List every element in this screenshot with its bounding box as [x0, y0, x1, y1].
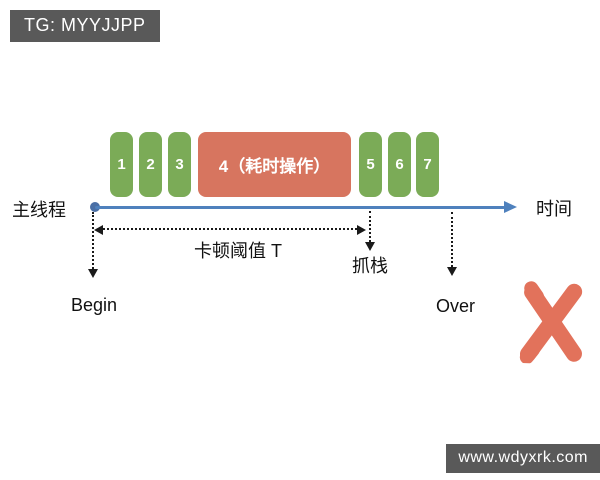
- timeline-arrowhead-icon: [504, 201, 517, 213]
- stack-capture-arrow-icon: [365, 242, 375, 251]
- threshold-label: 卡顿阈值 T: [194, 241, 282, 261]
- task-block-1: 1: [110, 132, 133, 197]
- begin-label: Begin: [71, 295, 118, 315]
- long-task-block-4: 4（耗时操作）: [198, 132, 351, 197]
- over-marker-line: [451, 212, 453, 267]
- time-label: 时间: [536, 199, 572, 219]
- stack-capture-label: 抓栈: [352, 256, 388, 276]
- task-block-7: 7: [416, 132, 439, 197]
- error-cross-icon: [514, 279, 589, 370]
- begin-marker-arrow-icon: [88, 269, 98, 278]
- task-block-3: 3: [168, 132, 191, 197]
- over-label: Over: [436, 296, 476, 316]
- task-block-5: 5: [359, 132, 382, 197]
- threshold-arrow-right-icon: [357, 225, 366, 235]
- watermark-top-left: TG: MYYJJPP: [10, 10, 160, 42]
- watermark-bottom-right: www.wdyxrk.com: [446, 444, 600, 473]
- timeline-axis: [95, 206, 505, 209]
- threshold-arrow-left-icon: [94, 225, 103, 235]
- over-marker-arrow-icon: [447, 267, 457, 276]
- stack-capture-line: [369, 211, 371, 242]
- threshold-arrow-line: [103, 228, 357, 230]
- task-block-2: 2: [139, 132, 162, 197]
- task-block-6: 6: [388, 132, 411, 197]
- main-thread-label: 主线程: [12, 200, 66, 220]
- begin-marker-line: [92, 212, 94, 269]
